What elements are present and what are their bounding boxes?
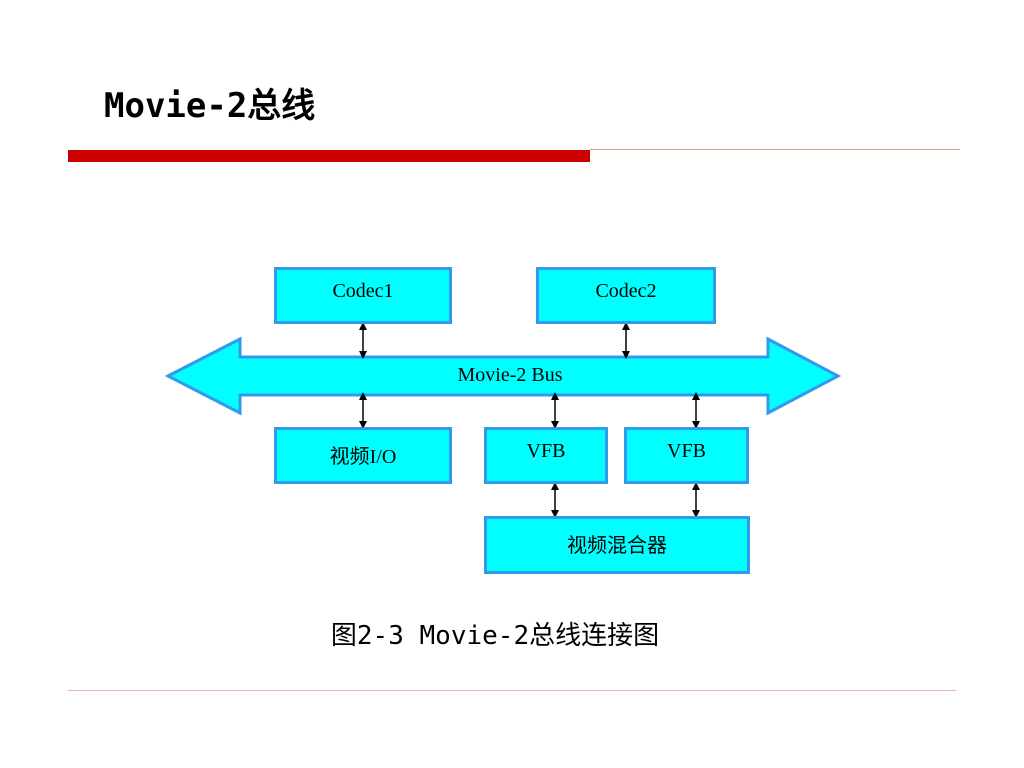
node-vfb-2: VFB xyxy=(624,427,749,484)
title-underline-thin xyxy=(590,149,960,150)
figure-caption: 图2-3 Movie-2总线连接图 xyxy=(330,621,660,651)
node-codec1: Codec1 xyxy=(274,267,452,324)
node-codec2: Codec2 xyxy=(536,267,716,324)
title-underline-thick xyxy=(68,150,590,162)
bus-label: Movie-2 Bus xyxy=(457,364,563,386)
node-vfb-1: VFB xyxy=(484,427,608,484)
slide-title: Movie-2总线 xyxy=(104,86,316,126)
footer-rule xyxy=(68,690,956,691)
bus-arrow xyxy=(164,336,842,416)
node-video-io: 视频I/O xyxy=(274,427,452,484)
node-video-mixer: 视频混合器 xyxy=(484,516,750,574)
